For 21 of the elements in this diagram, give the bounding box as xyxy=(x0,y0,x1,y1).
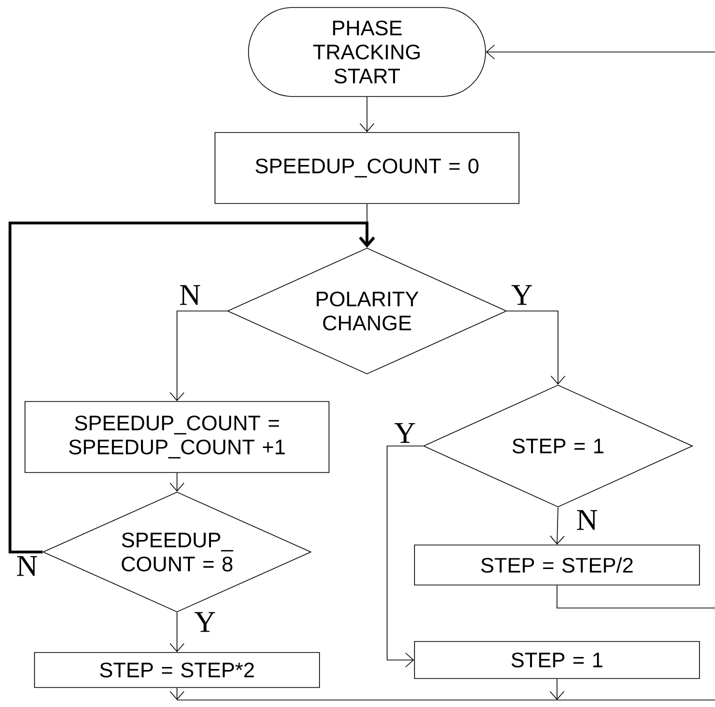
arrow xyxy=(360,96,374,132)
process-box: STEP = STEP/2 xyxy=(414,544,700,586)
arrow xyxy=(386,446,424,668)
arrow xyxy=(550,678,564,700)
arrow xyxy=(170,472,184,492)
edge-label: N xyxy=(178,284,202,306)
arrow xyxy=(170,310,228,402)
edge-label: Y xyxy=(393,422,417,444)
arrow xyxy=(506,310,566,385)
arrow xyxy=(550,507,565,545)
edge-label: N xyxy=(575,509,599,531)
edge-label: Y xyxy=(193,611,217,633)
process-box: SPEEDUP_COUNT = 0 xyxy=(214,132,520,204)
process-box: STEP = 1 xyxy=(414,641,700,679)
arrow xyxy=(170,612,184,652)
edge-label: Y xyxy=(510,284,534,306)
process-box: STEP = STEP*2 xyxy=(34,652,320,688)
process-box: SPEEDUP_COUNT = SPEEDUP_COUNT +1 xyxy=(24,401,330,473)
arrow xyxy=(486,44,715,60)
edge-label: N xyxy=(15,555,39,577)
arrow xyxy=(8,222,376,554)
